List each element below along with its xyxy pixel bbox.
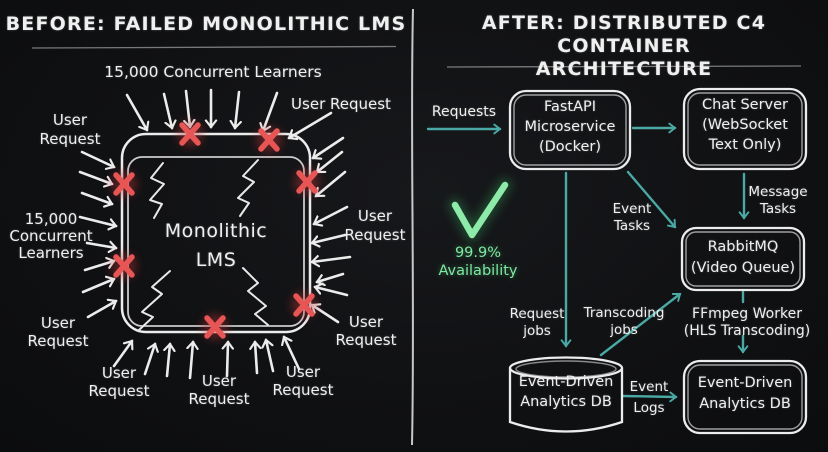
edge-label-requests: Requests (431, 104, 497, 120)
bottom-arrows (112, 337, 301, 380)
analytics-db-cylinder (508, 356, 624, 433)
edge-label-event-tasks: Event Tasks (612, 201, 652, 234)
edge-label-event-logs: Event Logs (629, 379, 669, 416)
crack-icon (242, 267, 269, 326)
edge-event-logs (621, 391, 678, 403)
teal-edges (426, 122, 750, 403)
failure-x-icon (111, 171, 137, 197)
analytics-db-box-label: Event-Driven Analytics DB (697, 375, 793, 412)
label-user-request-bottom-center: User Request (188, 372, 250, 408)
label-user-request-right-lower: User Request (335, 313, 397, 349)
crack-icon (138, 270, 171, 331)
right-panel-title: AFTER: DISTRIBUTED C4 CONTAINER ARCHITEC… (481, 12, 767, 80)
rabbitmq-node-label: RabbitMQ (Video Queue) (690, 239, 796, 276)
left-panel-title: BEFORE: FAILED MONOLITHIC LMS (5, 13, 407, 35)
top-arrows (125, 88, 333, 138)
label-concurrent-top: 15,000 Concurrent Learners (104, 63, 322, 81)
panel-divider (411, 8, 414, 446)
failure-x-icons (111, 121, 320, 340)
failure-x-icon (202, 314, 228, 340)
edge-transcoding-jobs (599, 292, 682, 357)
edge-label-message-tasks: Message Tasks (748, 184, 808, 217)
edge-label-request-jobs: Request jobs (509, 306, 565, 339)
analytics-db-cylinder-label: Event-Driven Analytics DB (518, 374, 614, 410)
failure-x-icon (256, 127, 282, 153)
right-title-underline (446, 65, 802, 68)
edge-event-tasks (626, 170, 677, 229)
chat-server-box (682, 87, 808, 171)
crack-icons (138, 159, 269, 331)
fastapi-node-label: FastAPI Microservice (Docker) (524, 99, 616, 155)
ffmpeg-worker-label: FFmpeg Worker (HLS Transcoding) (683, 306, 811, 339)
failure-x-icon (177, 121, 203, 147)
left-arrows (78, 150, 116, 319)
failure-x-icon (294, 169, 320, 195)
failure-x-icon (111, 253, 137, 279)
fastapi-box (508, 89, 632, 171)
label-user-request-top-right: User Request (291, 95, 391, 113)
analytics-db-box (682, 359, 808, 435)
rabbitmq-box (680, 226, 806, 292)
label-user-request-bottom-right: User Request (272, 363, 334, 399)
label-user-request-bottom-left: User Request (88, 364, 150, 400)
crack-icon (237, 159, 259, 217)
label-concurrent-left: 15,000 Concurrent Learners (9, 210, 93, 262)
chat-server-node-label: Chat Server (WebSocket Text Only) (701, 97, 789, 153)
check-icon (447, 177, 513, 243)
crack-icon (149, 162, 165, 219)
availability-label: 99.9% Availability (438, 245, 518, 279)
edge-label-transcoding-jobs: Transcoding jobs (583, 305, 665, 338)
label-user-request-left-lower: User Request (27, 314, 89, 350)
right-arrows (312, 136, 352, 324)
label-user-request-right-upper: User Request (344, 207, 406, 244)
left-title-underline (31, 45, 397, 49)
label-user-request-left-upper: User Request (39, 111, 101, 148)
failure-x-icon (291, 292, 317, 318)
monolith-label: Monolithic LMS (164, 220, 268, 271)
